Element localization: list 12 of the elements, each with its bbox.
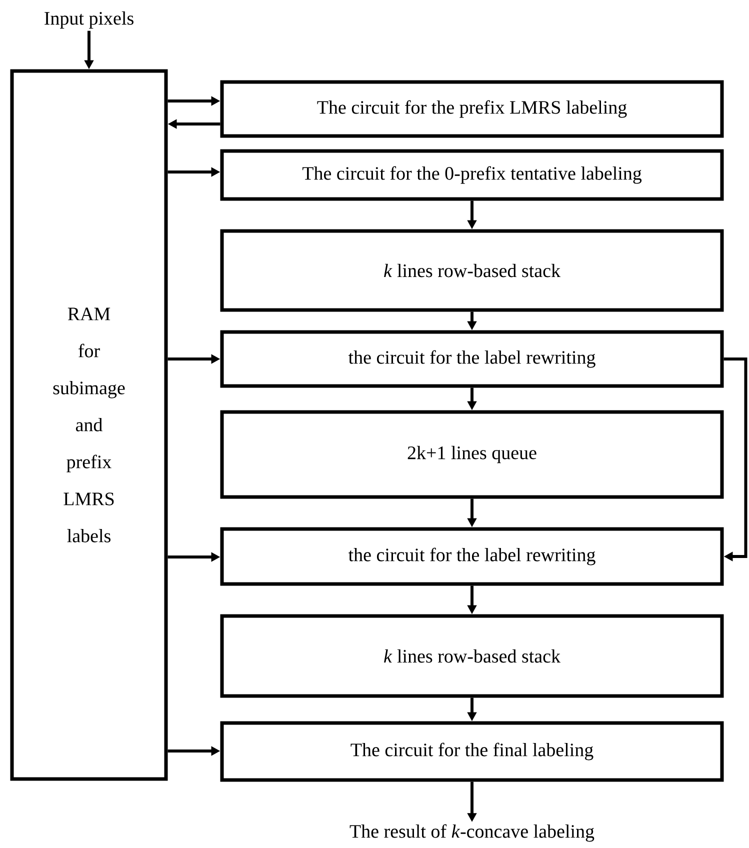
- output-label: The result of k-concave labeling: [350, 824, 594, 842]
- memory-block: RAM for subimage and prefix LMRS labels: [10, 69, 168, 781]
- process-box: the circuit for the label rewriting: [220, 330, 724, 388]
- process-box: k lines row-based stack: [220, 229, 724, 312]
- process-box: The circuit for the 0-prefix tentative labeling: [220, 149, 724, 201]
- arrow: [724, 358, 748, 562]
- input-label: Input pixels: [44, 11, 134, 29]
- process-box: k lines row-based stack: [220, 614, 724, 698]
- process-box: The circuit for the prefix LMRS labeling: [220, 80, 724, 138]
- process-box: 2k+1 lines queue: [220, 410, 724, 499]
- process-box: the circuit for the label rewriting: [220, 527, 724, 586]
- process-box: The circuit for the final labeling: [220, 721, 724, 782]
